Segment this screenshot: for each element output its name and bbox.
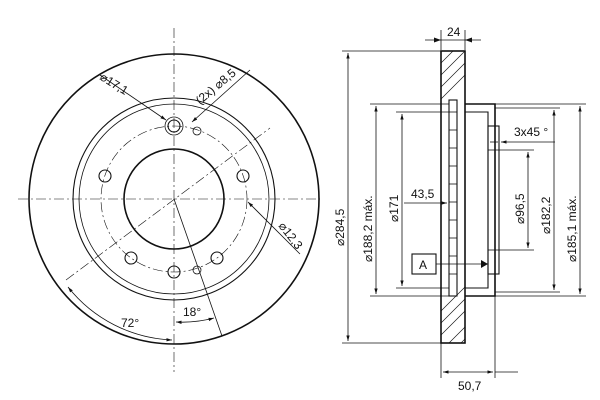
disc-outer-circle bbox=[28, 53, 320, 345]
angle-18-label: 18° bbox=[183, 305, 201, 319]
bolt-hole bbox=[167, 265, 181, 279]
dim-outer-diameter: ⌀284,5 bbox=[333, 208, 347, 246]
locator-hole bbox=[192, 265, 202, 275]
section-view: 24 ⌀284,5 ⌀188,2 máx. ⌀171 43,5 3x45 ° bbox=[333, 25, 586, 393]
bolt-hole bbox=[210, 251, 224, 265]
dim-inner-171: ⌀171 bbox=[387, 194, 401, 222]
dim-hub-182: ⌀182,2 bbox=[539, 196, 553, 234]
leader-small-holes bbox=[191, 69, 251, 123]
hat-circle bbox=[78, 103, 270, 295]
friction-ring-hatching bbox=[440, 50, 466, 344]
hat-flange bbox=[487, 125, 500, 275]
datum-label: A bbox=[419, 258, 427, 272]
front-centerline-diagonal bbox=[65, 127, 271, 281]
angle-18-arc bbox=[175, 317, 215, 324]
dim-offset: 43,5 bbox=[411, 187, 435, 201]
hat-inner-outline bbox=[465, 111, 489, 289]
bolt-hole bbox=[124, 251, 138, 265]
bolt-hole bbox=[167, 119, 181, 133]
dim-bolt-hole: ⌀12,3 bbox=[276, 219, 306, 252]
angle-72-arc bbox=[67, 286, 173, 342]
dim-height: 50,7 bbox=[458, 379, 482, 393]
hat-outline bbox=[465, 103, 496, 297]
vane-zone bbox=[448, 99, 458, 297]
bolt-hole bbox=[98, 169, 112, 183]
locator-hole bbox=[192, 126, 202, 136]
angle-72-label: 72° bbox=[121, 316, 139, 330]
dim-thickness: 24 bbox=[447, 25, 461, 39]
leader-bolt-hole bbox=[247, 201, 301, 255]
leader-hub-hole bbox=[99, 74, 167, 121]
friction-inner-circle bbox=[72, 97, 276, 301]
angle-18-ray bbox=[173, 198, 223, 337]
dim-hub-hole: ⌀17,1 bbox=[97, 70, 131, 98]
dim-center-bore: ⌀96,5 bbox=[513, 193, 527, 224]
front-view: ⌀17,1 (2x) ⌀8,5 ⌀12,3 72° 18° bbox=[18, 28, 320, 372]
hub-hole bbox=[164, 116, 184, 136]
bolt-hole bbox=[236, 169, 250, 183]
vane-ticks bbox=[449, 111, 457, 275]
bolt-pitch-circle bbox=[100, 125, 248, 273]
dim-hat-185: ⌀185,1 máx. bbox=[565, 195, 579, 262]
center-bore-circle bbox=[123, 148, 225, 250]
dim-friction-outer: ⌀188,2 máx. bbox=[361, 195, 375, 262]
bolt-holes bbox=[98, 119, 250, 279]
dim-chamfer: 3x45 ° bbox=[514, 125, 548, 139]
